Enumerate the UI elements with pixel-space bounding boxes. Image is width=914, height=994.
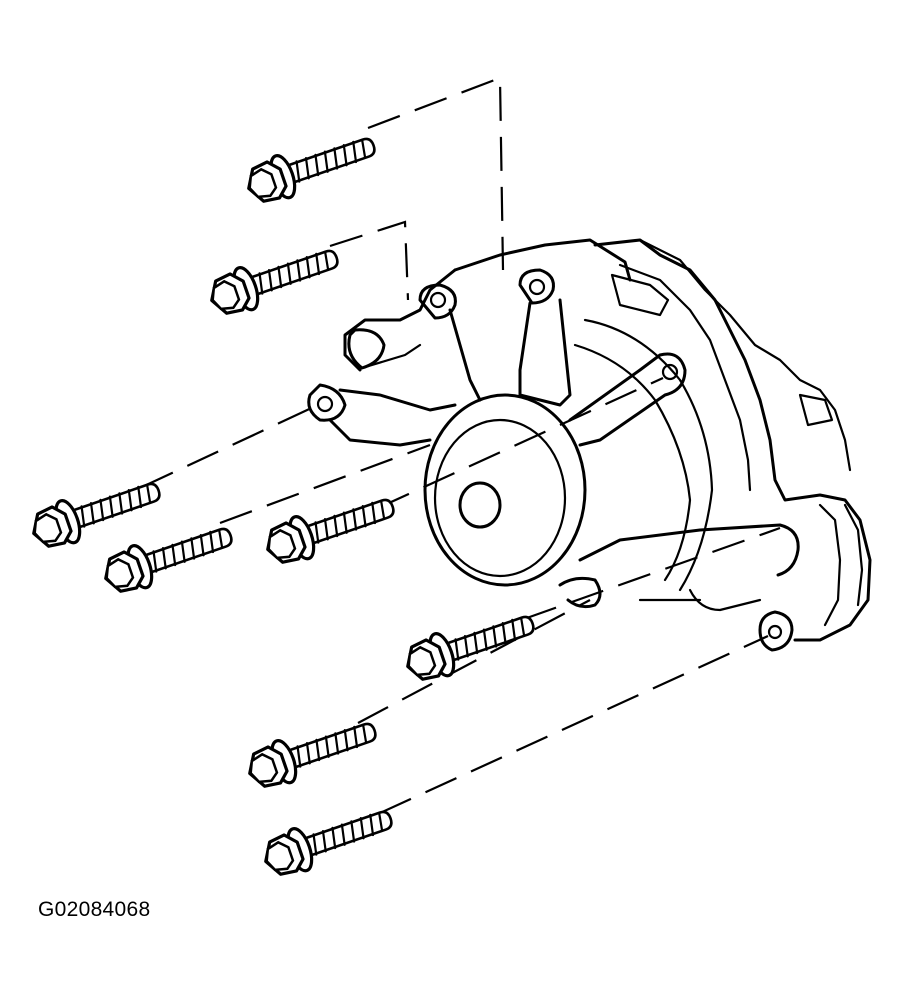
leader-lines [141, 76, 781, 815]
bolt-2 [202, 235, 346, 323]
bolts [24, 123, 542, 884]
bolt-4 [96, 513, 240, 601]
bolt-3 [24, 468, 168, 556]
bolt-5 [258, 484, 402, 572]
figure-reference-code: G02084068 [38, 898, 151, 921]
bolt-6 [398, 601, 542, 689]
bolt-8 [256, 796, 400, 884]
pump-housing [307, 238, 872, 652]
bolt-1 [239, 123, 383, 211]
